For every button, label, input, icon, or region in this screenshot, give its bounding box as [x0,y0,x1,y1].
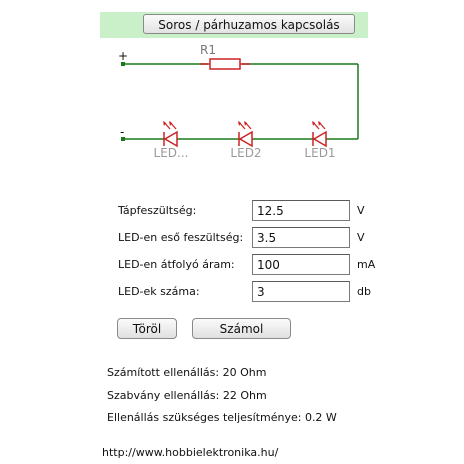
led-symbol [163,121,178,148]
resistor-r1 [200,58,250,70]
led-voltage-input[interactable] [252,227,350,248]
resistor-label: R1 [200,43,216,57]
led-voltage-unit: V [357,231,365,244]
plus-terminal-label: + [118,49,128,63]
led-label: LED1 [304,146,335,160]
calculate-button[interactable]: Számol [192,318,291,339]
supply-voltage-input[interactable] [252,200,350,221]
standard-resistance-text: Szabvány ellenállás: 22 Ohm [107,389,267,402]
form-label-led-count: LED-ek száma: [118,285,200,298]
led-symbol [312,121,327,148]
led-current-unit: mA [357,258,376,271]
form-label-led-voltage: LED-en eső feszültség: [118,231,244,244]
led-symbol [238,121,253,148]
minus-terminal-label: - [120,125,124,139]
form-label-led-current: LED-en átfolyó áram: [118,258,235,271]
resistor-power-text: Ellenállás szükséges teljesítménye: 0.2 … [107,411,337,424]
minus-terminal-dot [121,137,125,141]
calculated-resistance-text: Számított ellenállás: 20 Ohm [107,366,267,379]
led-count-unit: db [357,285,371,298]
plus-terminal-dot [121,62,125,66]
supply-voltage-unit: V [357,204,365,217]
led-count-input[interactable] [252,281,350,302]
led-current-input[interactable] [252,254,350,275]
led-label: LED... [154,146,189,160]
led-label: LED2 [230,146,261,160]
form-label-supply-voltage: Tápfeszültség: [118,204,197,217]
series-parallel-toggle-button[interactable]: Soros / párhuzamos kapcsolás [143,14,355,34]
circuit-diagram: + - R1 LED... LED2 LED1 [118,43,359,160]
clear-button[interactable]: Töröl [117,318,177,339]
site-url: http://www.hobbielektronika.hu/ [102,446,279,459]
